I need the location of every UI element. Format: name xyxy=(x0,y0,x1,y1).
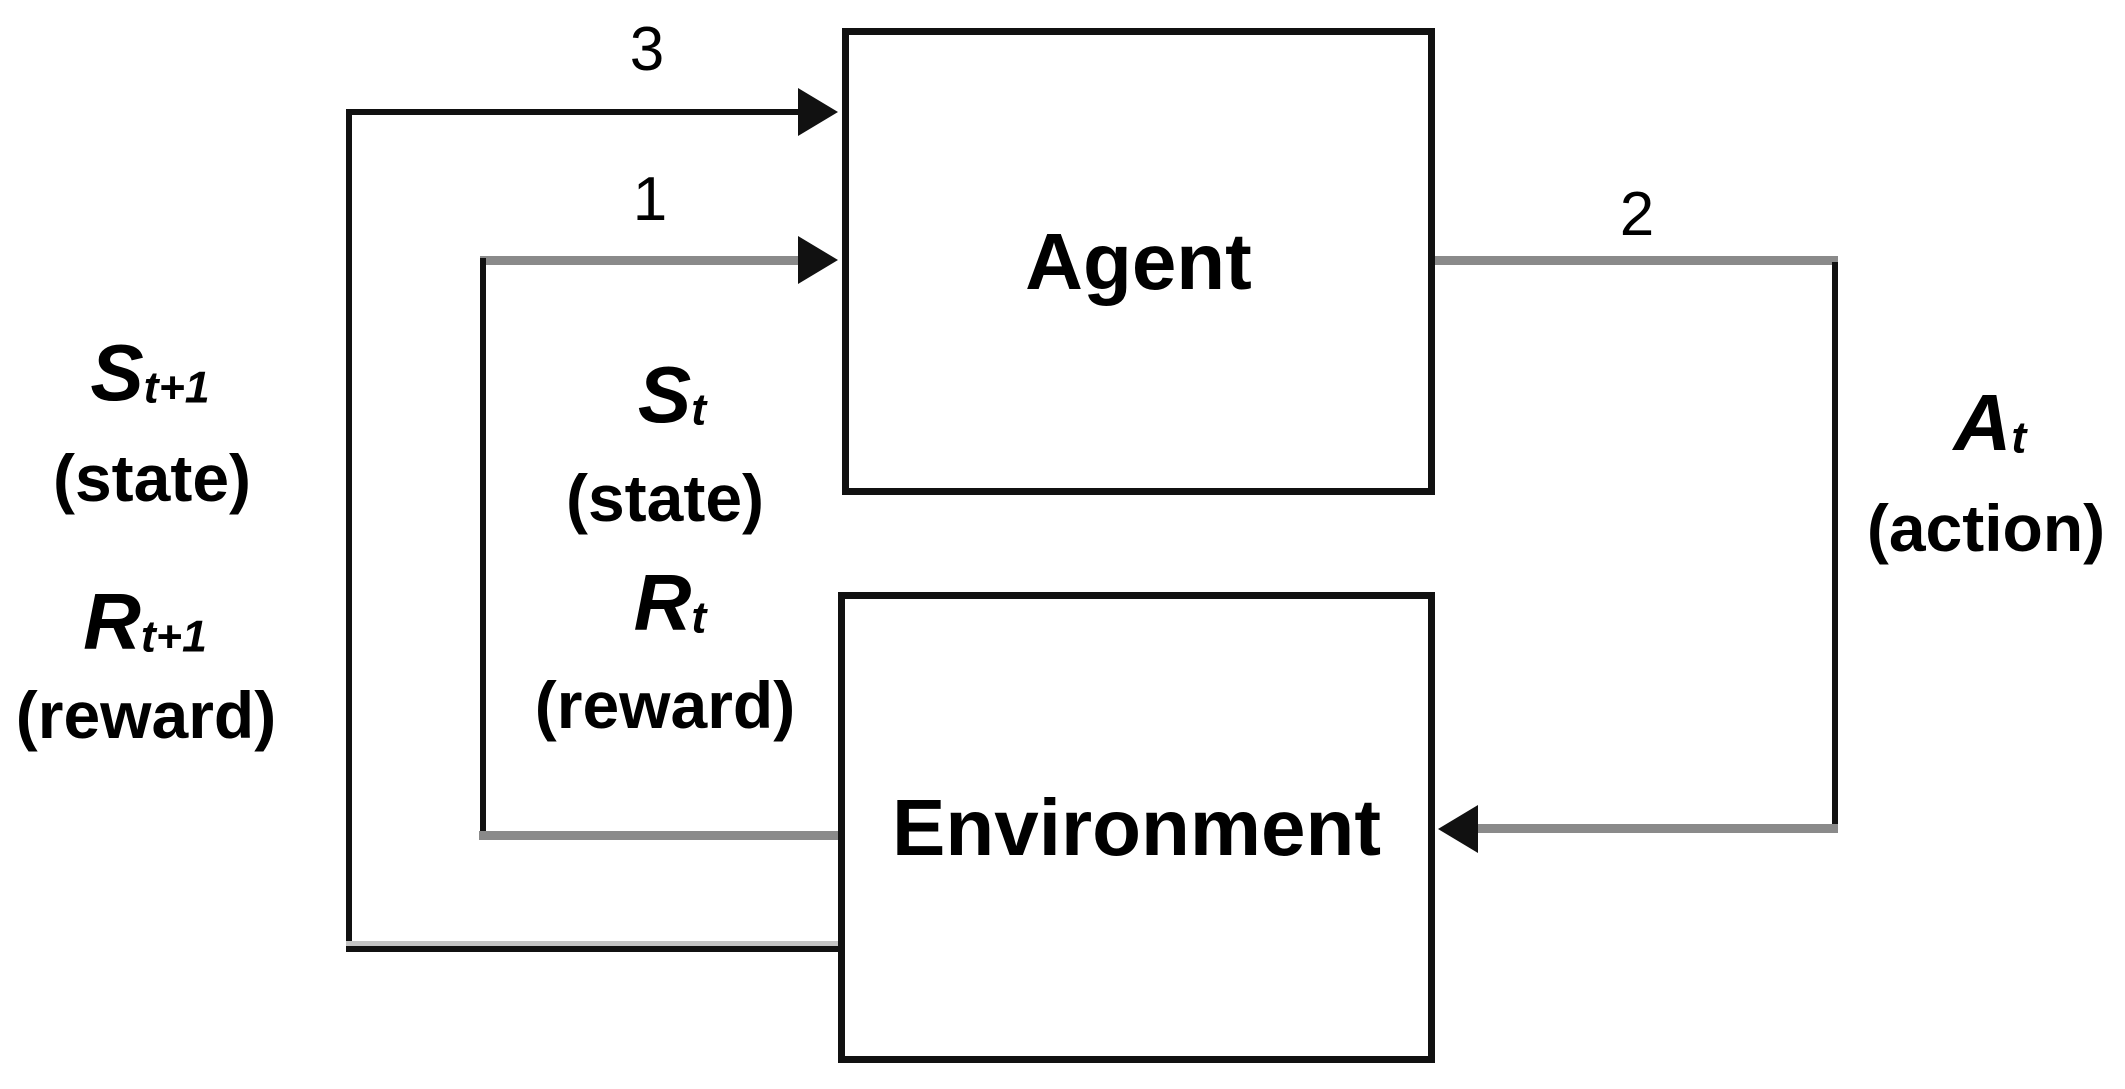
action-symbol-label: At xyxy=(1954,383,2027,463)
state-subscript: t xyxy=(691,384,707,435)
agent-box: Agent xyxy=(842,28,1435,495)
arrow-3-arrowhead-icon xyxy=(798,88,838,136)
outer-loop-bottom-line-black xyxy=(346,946,838,952)
next-reward-symbol: R xyxy=(83,577,141,666)
arrow-3-number-label: 3 xyxy=(629,15,665,84)
reward-subscript: t xyxy=(691,592,707,643)
next-state-symbol: S xyxy=(90,328,144,417)
arrow-2-arrowhead-icon xyxy=(1438,805,1478,853)
state-symbol-label: St xyxy=(638,355,706,435)
reward-symbol: R xyxy=(633,558,692,647)
arrow-2-number-label: 2 xyxy=(1619,180,1655,249)
next-reward-caption: (reward) xyxy=(15,678,277,752)
action-subscript: t xyxy=(2011,412,2027,463)
inner-loop-top-line xyxy=(480,256,802,265)
state-symbol: S xyxy=(637,350,692,439)
inner-loop-vertical-line xyxy=(480,258,486,840)
environment-label: Environment xyxy=(892,782,1381,872)
action-path-vertical-line xyxy=(1832,262,1838,828)
arrow-1-arrowhead-icon xyxy=(798,236,838,284)
arrow-1-number-label: 1 xyxy=(632,165,668,234)
state-caption: (state) xyxy=(565,461,765,535)
inner-loop-bottom-line xyxy=(479,831,838,840)
environment-box: Environment xyxy=(838,592,1435,1063)
next-reward-symbol-label: Rt+1 xyxy=(83,582,207,662)
reward-symbol-label: Rt xyxy=(634,563,707,643)
agent-label: Agent xyxy=(1025,216,1252,306)
next-state-caption: (state) xyxy=(52,441,252,515)
next-reward-subscript: t+1 xyxy=(140,611,207,662)
action-caption: (action) xyxy=(1866,491,2106,565)
action-symbol: A xyxy=(1953,378,2012,467)
action-path-bottom-line xyxy=(1477,824,1838,833)
next-state-symbol-label: St+1 xyxy=(90,333,209,413)
reward-caption: (reward) xyxy=(534,668,796,742)
outer-loop-vertical-line xyxy=(346,109,352,952)
outer-loop-bottom-line-gray xyxy=(346,941,838,946)
outer-loop-top-line xyxy=(347,109,802,115)
action-path-top-line xyxy=(1435,256,1838,265)
next-state-subscript: t+1 xyxy=(143,362,210,413)
